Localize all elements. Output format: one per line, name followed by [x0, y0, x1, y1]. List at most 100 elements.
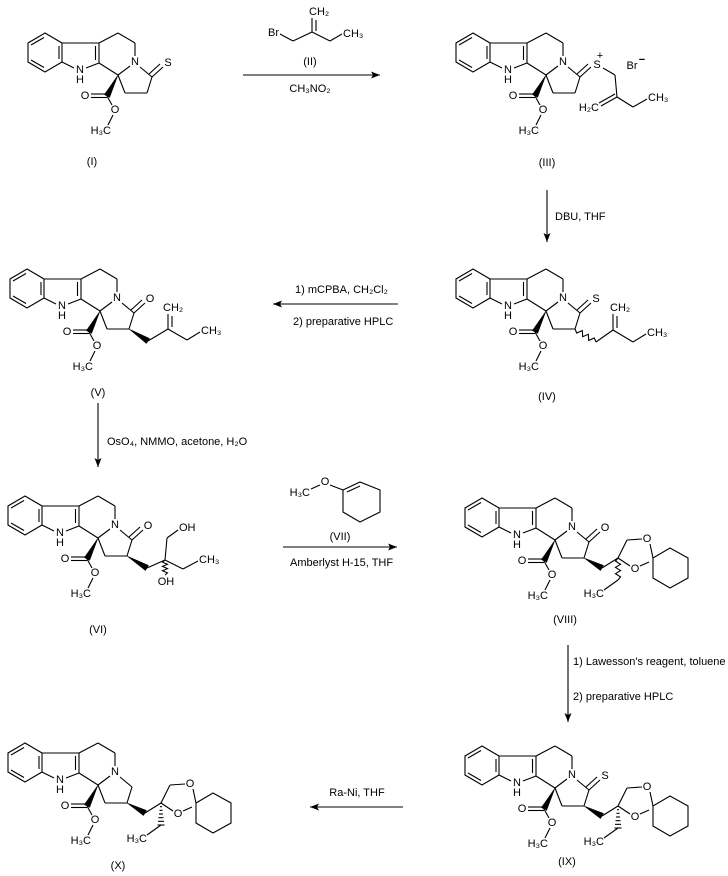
bond [626, 786, 643, 789]
bond [545, 268, 564, 280]
bond [574, 76, 581, 94]
ester-carbonyl-oxygen: O [518, 555, 527, 567]
bond [117, 65, 131, 76]
bond [186, 331, 201, 341]
bond [603, 579, 619, 591]
ester-carbonyl-oxygen: O [509, 90, 518, 102]
compound-label: (V) [91, 387, 106, 399]
bond [98, 32, 119, 44]
bond [617, 557, 631, 567]
bond [585, 528, 598, 540]
bond [545, 74, 554, 94]
bond [146, 824, 162, 836]
wedge-bond [583, 805, 604, 819]
bond [543, 808, 550, 819]
bond [164, 559, 184, 570]
methyl-group: H₃C [528, 838, 548, 850]
sulfonium-sulfur: S [593, 59, 600, 71]
bond [567, 66, 581, 78]
bond [167, 328, 188, 341]
reaction-conditions: Amberlyst H-15, THF [290, 557, 393, 569]
ring-nitrogen: N [113, 292, 121, 304]
bond [78, 495, 99, 507]
reaction-conditions: DBU, THF [555, 211, 606, 223]
bond [160, 784, 171, 804]
bond [545, 65, 559, 76]
bond [311, 31, 331, 42]
bond [87, 824, 94, 836]
arrow-head-icon [94, 458, 102, 467]
bond [617, 787, 628, 807]
bond [554, 787, 563, 807]
bond [579, 66, 592, 78]
methylene: CH₂ [309, 6, 329, 18]
bond [97, 528, 111, 539]
bond [130, 299, 143, 311]
arrow-viii-to-ix [564, 645, 572, 722]
arrow-head-icon [543, 233, 551, 242]
bond [588, 531, 601, 543]
ester-carbonyl-oxygen: O [61, 553, 70, 565]
bond [616, 96, 634, 108]
methyl-group: H₃C [71, 835, 91, 847]
bond [78, 772, 99, 786]
bond [513, 298, 528, 305]
bond [30, 37, 45, 46]
reagent-label: (II) [303, 56, 316, 68]
wedge-bond [126, 555, 149, 571]
lactam-oxygen: O [146, 293, 155, 305]
indole-nitrogen: N [504, 300, 512, 312]
bond [117, 32, 136, 44]
compound-label: (I) [87, 156, 97, 168]
bond [67, 298, 82, 305]
bond [126, 539, 133, 557]
bond [80, 268, 101, 280]
bond [554, 530, 568, 541]
bond [146, 76, 153, 94]
arrow-head-icon [564, 713, 572, 722]
benzene-ring [455, 32, 491, 73]
ester-oxygen: O [91, 814, 100, 826]
bond [626, 538, 643, 541]
hashed-bond [614, 805, 622, 829]
bond [498, 526, 512, 534]
bond [97, 784, 106, 804]
reaction-conditions: Ra-Ni, THF [329, 787, 385, 799]
bond [576, 531, 590, 543]
bond [543, 560, 550, 571]
ester-carbonyl-oxygen: O [509, 326, 518, 338]
ester-carbonyl-oxygen: O [63, 326, 72, 338]
bond [106, 95, 113, 106]
ethyl-methyl: CH₃ [647, 327, 667, 339]
bond [329, 484, 344, 491]
indole-hydrogen: H [76, 74, 84, 86]
bond [164, 537, 168, 561]
ester-oxygen: O [548, 817, 557, 829]
ring-nitrogen: N [111, 519, 119, 531]
bond [467, 772, 482, 781]
compound-label: (IV) [538, 391, 556, 403]
methyl-group: H₃C [528, 590, 548, 602]
bond [567, 302, 581, 314]
bond [85, 62, 100, 69]
bond [576, 779, 590, 791]
ketal-oxygen: O [643, 533, 652, 545]
positive-charge: + [597, 50, 603, 62]
compound-label: (X) [111, 860, 126, 872]
bond [526, 298, 547, 312]
bond [151, 66, 164, 78]
indole-hydrogen: H [504, 74, 512, 86]
ketal-oxygen: O [631, 811, 640, 823]
bond [160, 802, 174, 812]
ester-oxygen: O [539, 104, 548, 116]
compound-label: (IX) [558, 856, 576, 868]
bond [617, 805, 631, 815]
bond [279, 33, 294, 42]
indole-nitrogen: N [56, 527, 64, 539]
bond [329, 33, 343, 42]
bond [119, 776, 133, 788]
bond [535, 745, 556, 757]
